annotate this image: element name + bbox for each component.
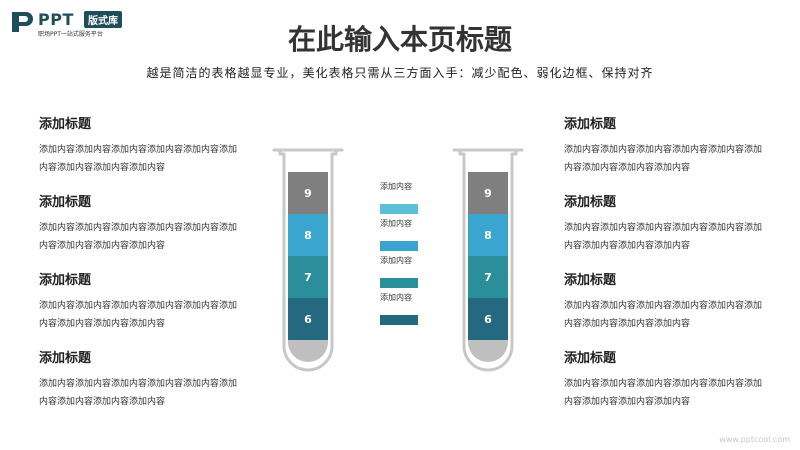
block-text: 添加内容添加内容添加内容添加内容添加内容添加内容添加内容添加内容添加内容 — [39, 301, 238, 329]
tube-glass — [272, 148, 344, 372]
text-block: 添加标题 添加内容添加内容添加内容添加内容添加内容添加内容添加内容添加内容添加内… — [39, 113, 239, 191]
ppt-logo-icon — [12, 12, 33, 32]
legend-item: 添加内容 — [380, 254, 422, 291]
tube-segment — [468, 256, 508, 298]
block-title: 添加标题 — [564, 117, 617, 132]
tube-glass — [452, 148, 524, 372]
block-text: 添加内容添加内容添加内容添加内容添加内容添加内容添加内容添加内容添加内容 — [564, 379, 763, 407]
text-block: 添加标题 添加内容添加内容添加内容添加内容添加内容添加内容添加内容添加内容添加内… — [39, 347, 239, 425]
tube-segment — [288, 214, 328, 256]
block-title: 添加标题 — [564, 351, 617, 366]
block-title: 添加标题 — [39, 351, 92, 366]
text-block: 添加标题 添加内容添加内容添加内容添加内容添加内容添加内容添加内容添加内容添加内… — [564, 191, 764, 269]
test-tube-left: 9 8 7 6 — [272, 148, 344, 372]
legend-swatch — [380, 241, 418, 251]
segment-value-label: 6 — [484, 313, 492, 326]
block-text: 添加内容添加内容添加内容添加内容添加内容添加内容添加内容添加内容添加内容 — [564, 301, 763, 329]
segment-value-label: 9 — [484, 187, 492, 200]
tube-segment — [468, 172, 508, 214]
block-text: 添加内容添加内容添加内容添加内容添加内容添加内容添加内容添加内容添加内容 — [39, 223, 238, 251]
block-title: 添加标题 — [39, 195, 92, 210]
block-title: 添加标题 — [39, 117, 92, 132]
segment-value-label: 9 — [304, 187, 312, 200]
block-text: 添加内容添加内容添加内容添加内容添加内容添加内容添加内容添加内容添加内容 — [39, 379, 238, 407]
segment-value-label: 8 — [304, 229, 312, 242]
block-title: 添加标题 — [564, 195, 617, 210]
block-text: 添加内容添加内容添加内容添加内容添加内容添加内容添加内容添加内容添加内容 — [564, 145, 763, 173]
test-tube-right: 9 8 7 6 — [452, 148, 524, 372]
left-column: 添加标题 添加内容添加内容添加内容添加内容添加内容添加内容添加内容添加内容添加内… — [39, 113, 239, 425]
legend-label: 添加内容 — [380, 293, 412, 302]
segment-value-label: 7 — [484, 271, 492, 284]
watermark: www.pptcool.com — [719, 435, 790, 444]
right-column: 添加标题 添加内容添加内容添加内容添加内容添加内容添加内容添加内容添加内容添加内… — [564, 113, 764, 425]
tube-bottom — [468, 340, 508, 362]
block-text: 添加内容添加内容添加内容添加内容添加内容添加内容添加内容添加内容添加内容 — [39, 145, 238, 173]
brand-name: PPT — [38, 10, 74, 29]
legend-swatch — [380, 204, 418, 214]
tube-segment — [288, 256, 328, 298]
tube-segment — [468, 214, 508, 256]
legend: 添加内容 添加内容 添加内容 添加内容 — [380, 180, 422, 328]
block-title: 添加标题 — [564, 273, 617, 288]
block-text: 添加内容添加内容添加内容添加内容添加内容添加内容添加内容添加内容添加内容 — [564, 223, 763, 251]
brand-badge: 版式库 — [84, 11, 122, 28]
legend-swatch — [380, 278, 418, 288]
brand-tagline: 职场PPT一站式服务平台 — [38, 31, 103, 38]
page-subtitle: 越是简洁的表格越显专业，美化表格只需从三方面入手：减少配色、弱化边框、保持对齐 — [146, 66, 654, 80]
text-block: 添加标题 添加内容添加内容添加内容添加内容添加内容添加内容添加内容添加内容添加内… — [39, 269, 239, 347]
legend-item: 添加内容 — [380, 291, 422, 328]
brand-logo: PPT 版式库 职场PPT一站式服务平台 — [10, 8, 170, 38]
tube-segment — [288, 298, 328, 340]
segment-value-label: 6 — [304, 313, 312, 326]
tube-segment — [468, 298, 508, 340]
segment-value-label: 8 — [484, 229, 492, 242]
tube-segment — [288, 172, 328, 214]
text-block: 添加标题 添加内容添加内容添加内容添加内容添加内容添加内容添加内容添加内容添加内… — [564, 113, 764, 191]
text-block: 添加标题 添加内容添加内容添加内容添加内容添加内容添加内容添加内容添加内容添加内… — [39, 191, 239, 269]
legend-label: 添加内容 — [380, 182, 412, 191]
legend-item: 添加内容 — [380, 180, 422, 217]
legend-item: 添加内容 — [380, 217, 422, 254]
segment-value-label: 7 — [304, 271, 312, 284]
page-title: 在此输入本页标题 — [287, 23, 512, 56]
legend-swatch — [380, 315, 418, 325]
legend-label: 添加内容 — [380, 256, 412, 265]
legend-label: 添加内容 — [380, 219, 412, 228]
block-title: 添加标题 — [39, 273, 92, 288]
tube-bottom — [288, 340, 328, 362]
text-block: 添加标题 添加内容添加内容添加内容添加内容添加内容添加内容添加内容添加内容添加内… — [564, 347, 764, 425]
text-block: 添加标题 添加内容添加内容添加内容添加内容添加内容添加内容添加内容添加内容添加内… — [564, 269, 764, 347]
